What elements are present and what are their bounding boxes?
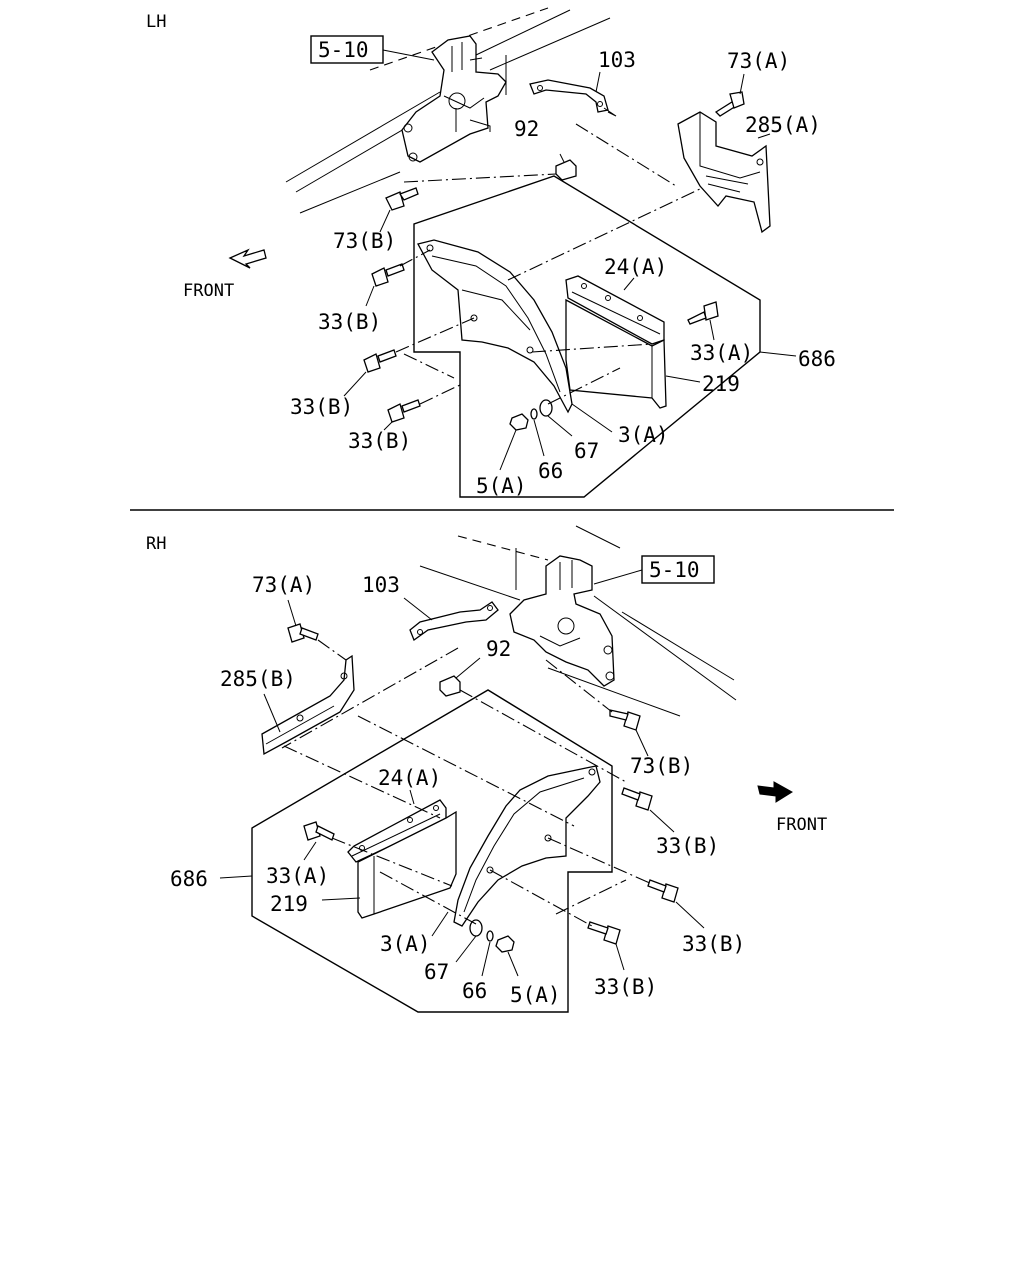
rh-label-33b-2: 33(B): [682, 932, 745, 956]
rh-label-285b: 285(B): [220, 667, 296, 691]
rh-label-73a: 73(A): [252, 573, 315, 597]
lh-bolt-33a: 33(A): [687, 301, 753, 365]
rh-mudguard: [453, 765, 601, 927]
rh-front-label: FRONT: [776, 815, 827, 835]
lh-label-33b-2: 33(B): [290, 395, 353, 419]
lh-bolt-33b-2: 33(B): [290, 349, 397, 419]
rh-frame-outline: [419, 525, 737, 717]
rh-label-5a: 5(A): [510, 983, 561, 1007]
rh-label-92: 92: [486, 637, 511, 661]
rh-section: RH 5-10: [146, 525, 827, 1013]
rh-label-3a: 3(A): [380, 932, 431, 956]
rh-bolt-33a: 33(A): [266, 821, 335, 888]
rh-clip-92: 92: [439, 637, 511, 697]
rh-section-title: RH: [146, 534, 166, 554]
lh-ref-box[interactable]: 5-10: [310, 35, 435, 64]
rh-label-33a: 33(A): [266, 864, 329, 888]
rh-bolt-33b-2: 33(B): [647, 879, 745, 956]
rh-assembly-lines: [281, 647, 653, 927]
lh-label-285a: 285(A): [745, 113, 821, 137]
lh-hinge-assembly: [401, 35, 507, 163]
lh-label-686: 686: [798, 347, 836, 371]
lh-bracket-285a: 285(A): [677, 111, 821, 234]
rh-hinge-assembly: [509, 555, 615, 687]
lh-label-92: 92: [514, 117, 539, 141]
lh-frame-outline: [285, 7, 611, 214]
rh-mudflap: 24(A) 219: [270, 766, 457, 919]
lh-clip-92: 92: [514, 117, 577, 181]
lh-section: LH 5-10: [146, 7, 836, 498]
lh-part-103: 103: [529, 48, 636, 117]
rh-label-24a: 24(A): [378, 766, 441, 790]
rh-ref-box[interactable]: 5-10: [593, 555, 715, 585]
rh-label-33b-1: 33(B): [656, 834, 719, 858]
lh-front-indicator: FRONT: [183, 248, 267, 301]
rh-label-686: 686: [170, 867, 208, 891]
lh-label-219: 219: [702, 372, 740, 396]
rh-ref-box-label: 5-10: [649, 558, 700, 582]
rh-label-73b: 73(B): [630, 754, 693, 778]
lh-bolt-73b: 73(B): [333, 187, 419, 253]
rh-bolt-73b: 73(B): [609, 709, 693, 778]
rh-hardware: 3(A) 67 66 5(A): [380, 911, 561, 1007]
rh-bracket-285b: 285(B): [220, 639, 355, 756]
lh-bolt-73a: 73(A): [714, 49, 790, 117]
lh-label-24a: 24(A): [604, 255, 667, 279]
rh-bolt-33b-1: 33(B): [621, 787, 719, 858]
lh-label-33b-1: 33(B): [318, 310, 381, 334]
lh-assembly-686-outline: [413, 175, 761, 498]
rh-assembly-686-outline: [251, 689, 613, 1013]
rh-part-103: 103: [362, 573, 499, 642]
rh-label-103: 103: [362, 573, 400, 597]
rh-label-67: 67: [424, 960, 449, 984]
lh-bolt-33b-3: 33(B): [348, 399, 421, 453]
lh-bolt-33b-1: 33(B): [318, 263, 405, 334]
lh-section-title: LH: [146, 12, 166, 32]
lh-label-66: 66: [538, 459, 563, 483]
lh-label-103: 103: [598, 48, 636, 72]
lh-ref-box-label: 5-10: [318, 38, 369, 62]
lh-hardware: 5(A) 66 67 3(A): [476, 399, 669, 498]
lh-mudguard-219: [417, 239, 573, 414]
lh-label-33a: 33(A): [690, 341, 753, 365]
lh-mudflap: 24(A) 219: [565, 255, 740, 409]
lh-assembly-lines: [395, 123, 703, 405]
lh-label-5a: 5(A): [476, 474, 527, 498]
rh-bolt-33b-3: 33(B): [587, 921, 657, 999]
rh-label-219: 219: [270, 892, 308, 916]
rh-front-indicator: FRONT: [757, 781, 827, 835]
rh-label-66: 66: [462, 979, 487, 1003]
rh-label-33b-3: 33(B): [594, 975, 657, 999]
lh-label-73a: 73(A): [727, 49, 790, 73]
lh-label-3a: 3(A): [618, 423, 669, 447]
rh-bolt-73a: 73(A): [252, 573, 319, 643]
lh-label-73b: 73(B): [333, 229, 396, 253]
lh-label-67: 67: [574, 439, 599, 463]
lh-front-label: FRONT: [183, 281, 234, 301]
lh-label-33b-3: 33(B): [348, 429, 411, 453]
